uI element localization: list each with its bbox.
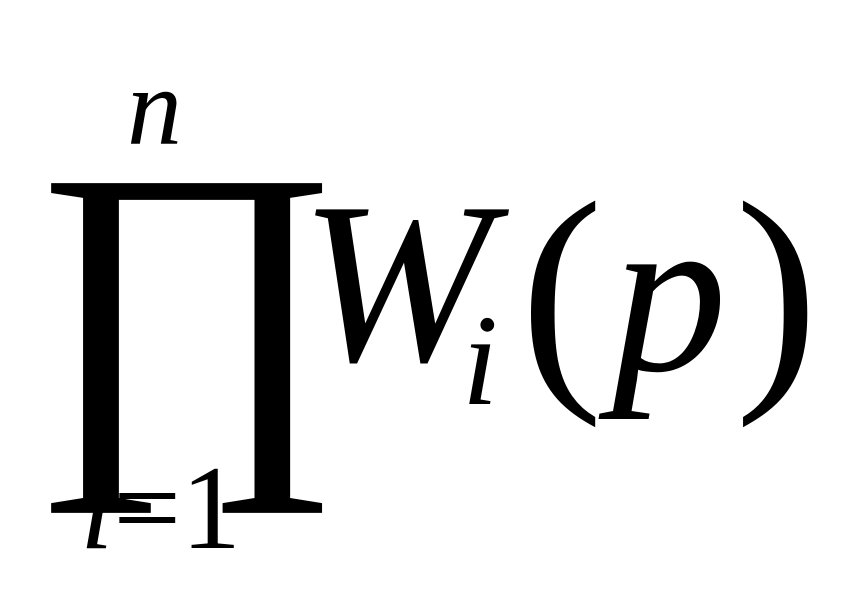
function-argument: p [612,165,727,420]
lower-limit-variable: i [80,441,114,574]
right-parenthesis: ) [735,152,819,429]
lower-limit-value: 1 [181,441,242,574]
left-parenthesis: ( [520,152,604,429]
lower-limit: i=1 [80,448,241,568]
function-subscript: i [462,289,499,433]
upper-limit: n [127,46,182,168]
lower-limit-equals: = [113,441,182,574]
product-operator: ∏ [30,94,343,515]
function-name: W [300,155,492,410]
